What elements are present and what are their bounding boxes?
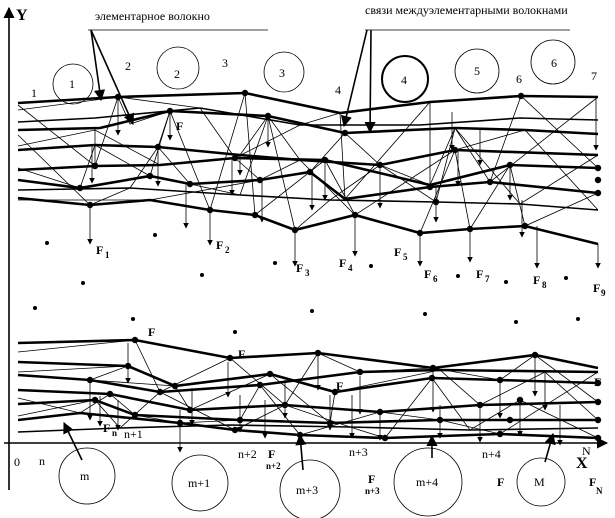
axis-label-n+2: n+2 xyxy=(238,447,257,461)
svg-text:2: 2 xyxy=(225,245,230,255)
svg-text:F: F xyxy=(497,475,504,489)
scattered-dots xyxy=(33,306,580,334)
axis-label-n+4: n+4 xyxy=(482,447,501,461)
circle-label-6: 6 xyxy=(551,56,557,70)
top-nodes xyxy=(45,89,602,285)
y-axis-label: Y xyxy=(16,7,28,24)
svg-text:5: 5 xyxy=(403,252,408,262)
svg-text:9: 9 xyxy=(601,288,606,298)
svg-text:6: 6 xyxy=(433,274,438,284)
x-axis-label: X xyxy=(576,455,588,472)
circle-label-4: 4 xyxy=(401,73,407,87)
svg-text:4: 4 xyxy=(348,263,353,273)
top-force-arrows xyxy=(87,97,601,269)
svg-text:F: F xyxy=(296,261,303,275)
bottom-nodes xyxy=(86,336,602,442)
caption-links-between-fibers: связи междуэлементарными волокнами xyxy=(365,3,568,17)
caption-elementary-fiber: элементарное волокно xyxy=(95,9,210,23)
force-label-generic-top: F xyxy=(176,119,183,133)
axis-label-N: N xyxy=(582,444,591,458)
bottom-fiber-circles: m m+1 m+3 m+4 M xyxy=(58,447,566,518)
circle-label-2: 2 xyxy=(174,67,180,81)
circle-label-M: M xyxy=(534,475,545,489)
svg-text:F: F xyxy=(533,273,540,287)
circle-label-m: m xyxy=(80,469,90,483)
axis-label-n+3: n+3 xyxy=(349,445,368,459)
svg-text:F: F xyxy=(216,238,223,252)
force-label-generic-4: F xyxy=(594,375,601,389)
svg-text:F: F xyxy=(103,421,110,435)
captions: элементарное волокно связи междуэлемента… xyxy=(88,3,570,134)
force-label-FN: FN xyxy=(589,475,603,496)
axis-label-n+1: n+1 xyxy=(124,427,143,441)
svg-text:F: F xyxy=(368,472,375,486)
svg-text:7: 7 xyxy=(485,274,490,284)
svg-text:1: 1 xyxy=(105,250,110,260)
axes: Y X 0 xyxy=(3,6,609,490)
force-label-generic-3: F xyxy=(336,379,343,393)
svg-text:n: n xyxy=(112,428,117,438)
axis-label-n: n xyxy=(39,454,45,468)
svg-text:F: F xyxy=(96,243,103,257)
svg-text:F: F xyxy=(424,267,431,281)
svg-text:F: F xyxy=(339,256,346,270)
bottom-pointer-arrows xyxy=(63,421,556,471)
svg-text:8: 8 xyxy=(542,280,547,290)
force-label-Fn+3: Fn+3 xyxy=(365,472,380,496)
gap-number-3: 3 xyxy=(222,56,228,70)
svg-text:F: F xyxy=(593,281,600,295)
top-fiber-circles: 1 2 3 4 5 6 xyxy=(52,39,576,105)
bottom-force-arrows xyxy=(87,343,563,453)
gap-number-4: 4 xyxy=(335,83,341,97)
origin-label: 0 xyxy=(14,455,20,469)
force-label-F-near-M: F xyxy=(497,475,504,489)
svg-text:F: F xyxy=(589,475,596,489)
force-label-generic-1: F xyxy=(148,325,155,339)
gap-number-7: 7 xyxy=(591,69,597,83)
circle-label-m+4: m+4 xyxy=(416,475,438,489)
gap-number-1: 1 xyxy=(31,86,37,100)
svg-text:N: N xyxy=(596,486,603,496)
circle-label-1: 1 xyxy=(69,77,75,91)
top-gap-numbers: 1 2 3 4 6 7 xyxy=(31,56,597,100)
gap-number-2: 2 xyxy=(125,59,131,73)
svg-text:F: F xyxy=(268,447,275,461)
svg-text:3: 3 xyxy=(305,268,310,278)
circle-label-5: 5 xyxy=(474,64,480,78)
gap-number-6: 6 xyxy=(516,72,522,86)
svg-text:n+3: n+3 xyxy=(365,486,380,496)
svg-text:n+2: n+2 xyxy=(266,461,281,471)
force-label-generic-2: F xyxy=(238,347,245,361)
svg-text:F: F xyxy=(394,245,401,259)
circle-label-3: 3 xyxy=(279,66,285,80)
circle-label-m+1: m+1 xyxy=(188,476,210,490)
circle-label-m+3: m+3 xyxy=(296,483,318,497)
svg-text:F: F xyxy=(476,267,483,281)
force-label-Fn+2: Fn+2 xyxy=(266,447,281,471)
